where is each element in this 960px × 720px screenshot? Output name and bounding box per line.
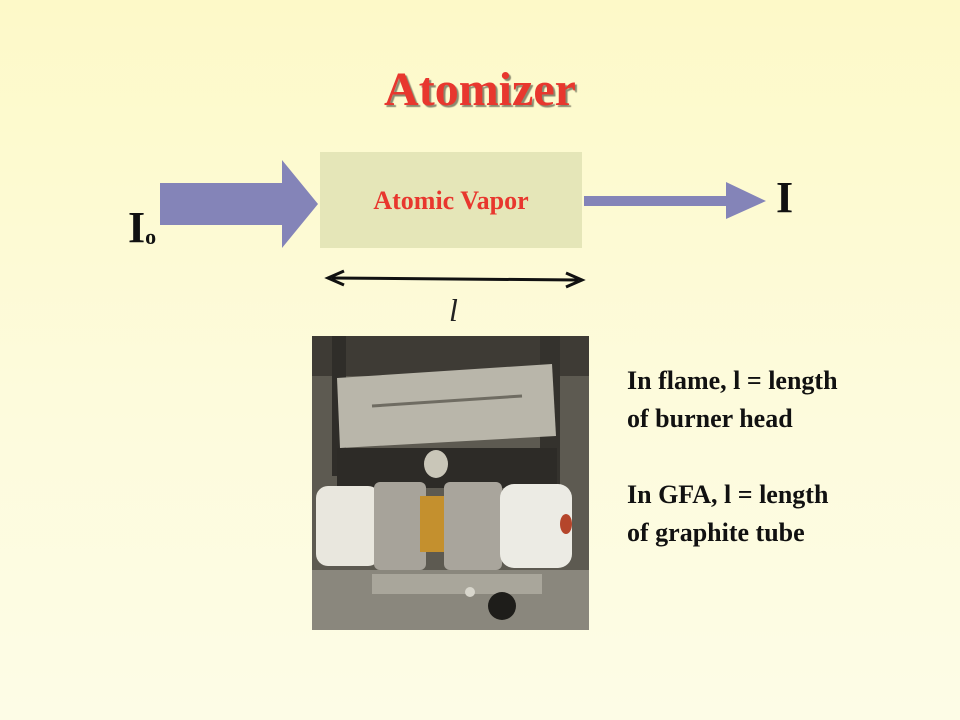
note-gfa-line2: of graphite tube — [627, 518, 805, 547]
transmitted-beam-arrow — [584, 182, 766, 219]
incident-symbol: I — [128, 203, 146, 252]
note-flame-line2: of burner head — [627, 404, 793, 433]
note-flame: In flame, l = length of burner head — [627, 362, 838, 438]
graphite-furnace-photo — [312, 336, 589, 630]
path-length-arrow — [324, 269, 586, 289]
incident-subscript: o — [145, 224, 157, 249]
note-gfa-line1: In GFA, l = length — [627, 480, 829, 509]
note-flame-line1: In flame, l = length — [627, 366, 838, 395]
note-gfa: In GFA, l = length of graphite tube — [627, 476, 838, 552]
transmitted-intensity-label: I — [776, 173, 794, 222]
slide-title: Atomizer — [384, 63, 576, 116]
atomic-vapor-label: Atomic Vapor — [373, 186, 529, 215]
path-length-label: l — [449, 292, 458, 328]
incident-intensity-label: Io — [128, 202, 156, 253]
notes-block: In flame, l = length of burner head In G… — [627, 362, 838, 590]
atomizer-box: Atomic Vapor — [320, 152, 582, 248]
incident-beam-arrow — [160, 160, 318, 248]
